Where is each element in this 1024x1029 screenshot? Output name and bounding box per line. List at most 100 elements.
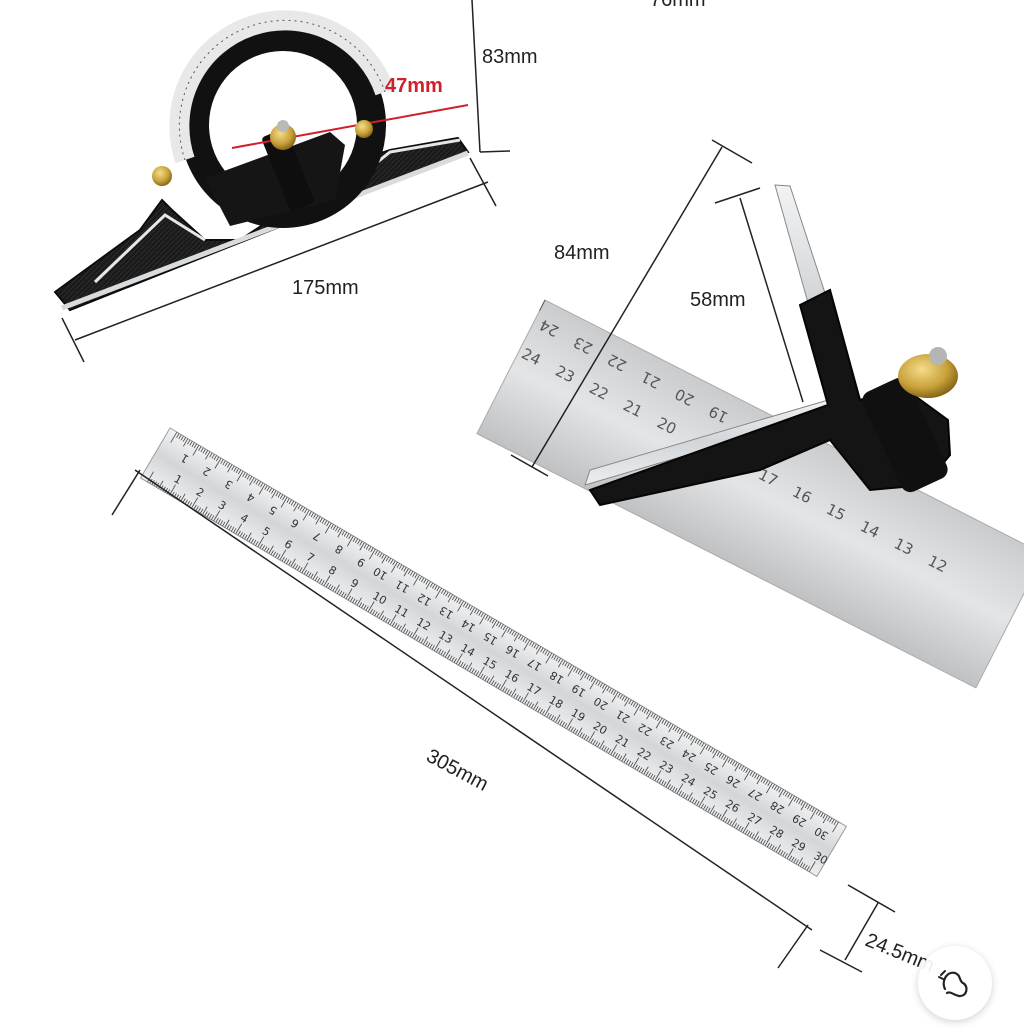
- ruler-tick: [392, 560, 396, 566]
- ruler-tick: [182, 437, 187, 442]
- ruler-tick: [272, 551, 277, 557]
- ruler-tick: [518, 634, 522, 640]
- ruler-tick: [227, 464, 233, 473]
- ruler-tick: [258, 483, 266, 495]
- ruler-tick: [413, 574, 420, 586]
- ruler-tick: [425, 579, 429, 585]
- ruler-tick: [431, 645, 435, 650]
- ruler-tick: [418, 637, 422, 643]
- ruler-tick: [425, 581, 431, 590]
- ruler-tick: [369, 608, 374, 614]
- dim-protractor-radius: 47mm: [385, 75, 443, 97]
- ruler-tick: [394, 623, 398, 628]
- ruler-tick: [611, 691, 619, 703]
- ruler-tick: [795, 859, 799, 865]
- ruler-bottom-label: 10: [370, 589, 389, 607]
- ruler-tick: [661, 719, 665, 724]
- ruler-tick: [447, 654, 451, 659]
- ruler-tick: [694, 738, 698, 744]
- ruler-tick: [202, 506, 208, 515]
- ruler-tick: [491, 618, 495, 624]
- ruler-tick: [244, 534, 248, 540]
- ruler-tick: [732, 760, 736, 766]
- ruler-tick: [379, 552, 383, 558]
- ruler-tick: [544, 705, 551, 717]
- ruler-tick: [378, 610, 384, 619]
- ruler-bottom-label: 29: [789, 836, 808, 854]
- ruler-tick: [308, 572, 312, 578]
- ruler-tick: [522, 692, 529, 704]
- ruler-bottom-label: 12: [414, 615, 433, 633]
- ruler-tick: [528, 702, 532, 708]
- ruler-tick: [432, 583, 436, 589]
- ruler-tick: [775, 844, 782, 853]
- ruler-tick: [711, 810, 716, 815]
- ruler-tick: [566, 663, 570, 668]
- ruler-tick: [677, 730, 685, 742]
- ruler-tick: [652, 713, 656, 719]
- ruler-tick: [668, 722, 672, 728]
- ruler-tick: [683, 731, 687, 737]
- ruler-tick: [356, 597, 362, 606]
- ruler-tick: [507, 628, 511, 633]
- ruler-tick: [689, 797, 693, 802]
- ruler-tick: [477, 666, 485, 678]
- ruler-tick: [540, 647, 544, 653]
- protractor-dimensions: 76mm 83mm 47mm 175mm: [61, 0, 706, 363]
- ruler-tick: [566, 718, 573, 730]
- ruler-tick: [564, 723, 568, 728]
- ruler-tick: [255, 479, 259, 485]
- ruler-tick: [208, 513, 213, 519]
- ruler-tick: [641, 707, 645, 713]
- ruler-tick: [403, 566, 407, 572]
- ruler-tick: [738, 825, 742, 831]
- ruler-tick: [555, 656, 559, 662]
- dim-protractor-length: 175mm: [292, 277, 359, 299]
- ruler-tick: [186, 500, 191, 506]
- ruler-tick: [583, 734, 588, 740]
- ruler-tick: [589, 678, 597, 690]
- share-button[interactable]: [918, 946, 992, 1020]
- ruler-tick: [334, 584, 340, 593]
- ruler-tick: [198, 446, 202, 451]
- ruler-tick: [568, 725, 572, 731]
- ruler-tick: [679, 729, 683, 735]
- ruler-tick: [616, 754, 621, 759]
- ruler-tick: [603, 746, 607, 752]
- ruler-tick: [650, 773, 654, 779]
- ruler-tick: [700, 803, 704, 809]
- ruler-tick: [630, 762, 634, 767]
- ruler-tick: [214, 457, 222, 469]
- ruler-tick: [270, 550, 274, 555]
- ruler-tick: [621, 695, 626, 701]
- ruler-tick: [601, 745, 605, 750]
- ruler-tick: [778, 789, 784, 798]
- ruler-tick: [765, 780, 769, 785]
- ruler-tick: [718, 752, 723, 758]
- ruler-tick: [491, 680, 495, 685]
- ruler-tick: [787, 793, 791, 798]
- ruler-tick: [343, 593, 347, 598]
- ruler-tick: [676, 783, 684, 795]
- ruler-tick: [608, 749, 612, 754]
- ruler-tick: [634, 764, 638, 770]
- ruler-tick: [831, 819, 835, 824]
- ruler-top-label: 17: [525, 655, 544, 673]
- ruler-tick: [410, 570, 414, 576]
- ruler-tick: [632, 757, 640, 769]
- ruler-tick: [288, 499, 292, 505]
- ruler-tick: [204, 511, 208, 517]
- ruler-top-label: 10: [371, 564, 390, 582]
- ruler-tick: [391, 561, 398, 573]
- ruler-tick: [387, 557, 392, 563]
- ruler-tick: [458, 599, 462, 605]
- ruler-tick: [368, 548, 376, 560]
- ruler-tick: [720, 809, 728, 821]
- ruler-tick: [231, 465, 235, 471]
- ruler-tick: [570, 726, 574, 732]
- ruler-tick: [374, 550, 378, 555]
- ruler-tick: [782, 790, 787, 796]
- ruler-tick: [685, 733, 689, 739]
- ruler-tick: [402, 628, 407, 633]
- ruler-tick: [297, 565, 301, 571]
